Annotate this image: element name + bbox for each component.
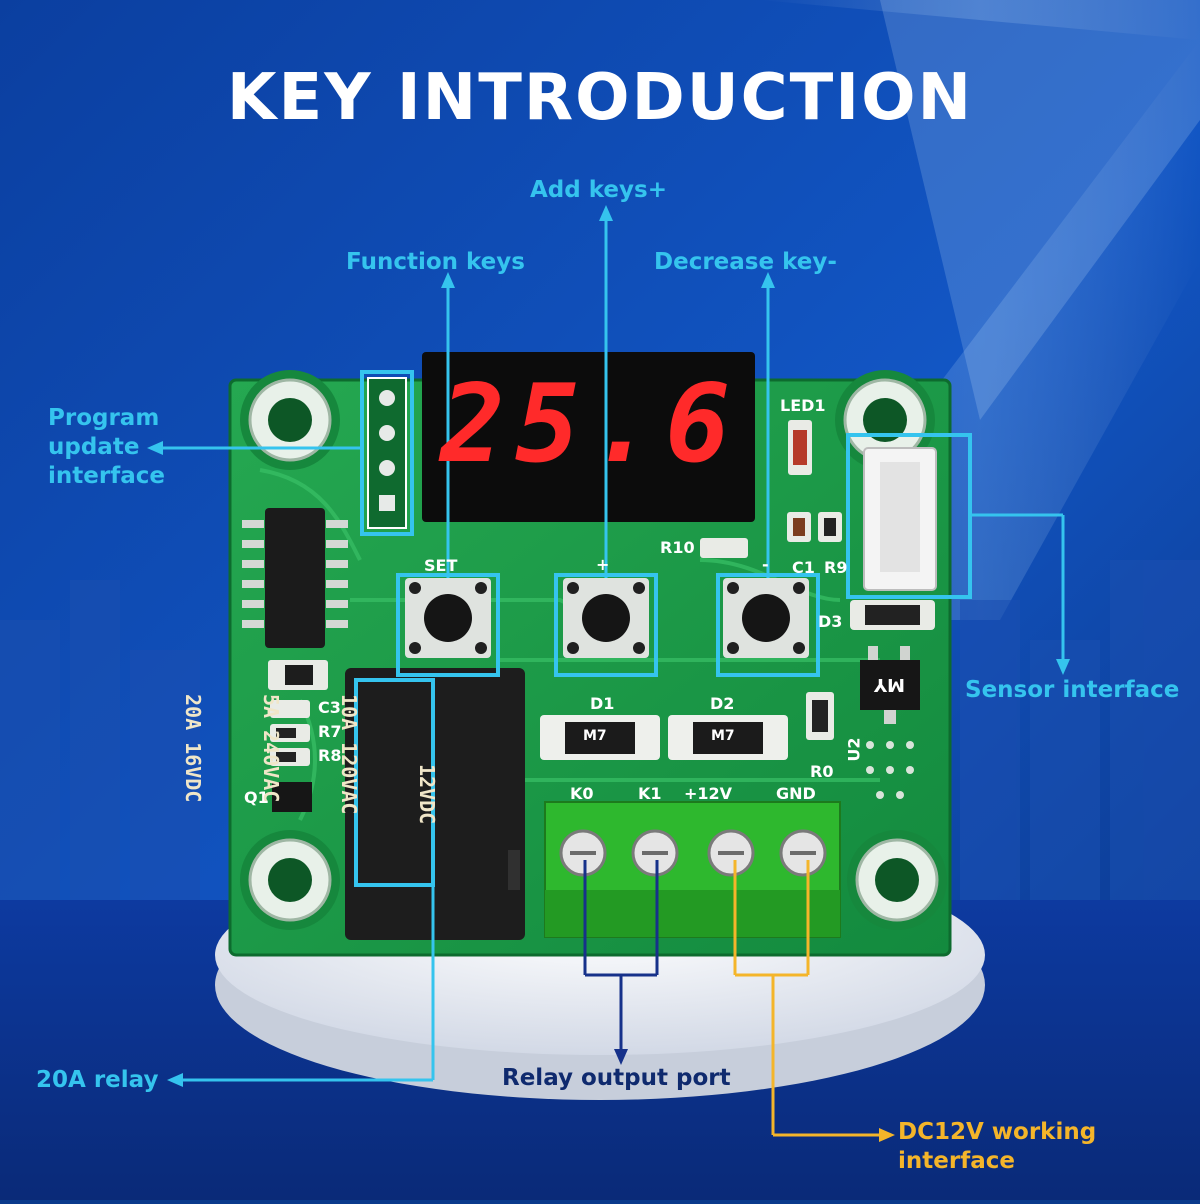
silk-d2: D2 <box>710 694 735 713</box>
arrowhead-navy <box>614 1049 628 1065</box>
callout-relay-output-port: Relay output port <box>502 1065 731 1091</box>
transistor-marking: MY <box>874 674 905 695</box>
city-silhouette <box>0 560 1200 920</box>
silk-r0: R0 <box>810 762 834 781</box>
callout-lines-gold <box>733 860 885 1137</box>
silk-r10: R10 <box>660 538 695 557</box>
diode-d2-marking: M7 <box>711 728 735 744</box>
terminal-block <box>544 801 841 938</box>
transistor-q1 <box>272 782 312 812</box>
callout-add-keys: Add keys+ <box>530 177 667 203</box>
silk-r7: R7 <box>318 722 342 741</box>
terminal-label-k1: K1 <box>638 784 662 803</box>
callout-program-update-line1: Program <box>48 405 160 431</box>
silk-r8: R8 <box>318 746 342 765</box>
relay-marking-2: 10A 120VAC <box>337 694 361 815</box>
transistor-u2 <box>860 646 920 724</box>
terminal-label-gnd: GND <box>776 784 816 803</box>
light-beam-2 <box>880 0 1200 420</box>
silk-led1: LED1 <box>780 396 826 415</box>
callout-20a-relay: 20A relay <box>36 1067 159 1093</box>
terminal-label-k0: K0 <box>570 784 594 803</box>
sensor-connector <box>863 447 937 591</box>
program-header <box>367 377 407 529</box>
silk-minus: - <box>762 555 769 574</box>
diode-d1-marking: M7 <box>583 728 607 744</box>
callout-decrease-key: Decrease key- <box>654 249 837 275</box>
seven-segment-display <box>422 352 755 522</box>
callout-function-keys: Function keys <box>346 249 525 275</box>
callout-lines-navy <box>583 860 659 1055</box>
via-grid <box>866 741 914 799</box>
silk-plus: + <box>596 555 610 574</box>
callout-lines-cyan <box>155 215 1065 1082</box>
callout-program-update-line2: update <box>48 433 140 460</box>
silk-set: SET <box>424 556 458 575</box>
callout-dc12v-line1: DC12V working <box>898 1119 1097 1145</box>
terminal-label-12v: +12V <box>684 784 733 803</box>
display-reading: 25.6 <box>440 362 741 487</box>
tactile-buttons <box>405 578 809 658</box>
arrowhead-gold <box>879 1128 895 1142</box>
page-title: KEY INTRODUCTION <box>226 61 974 135</box>
silk-r9: R9 <box>824 558 848 577</box>
callout-sensor-interface: Sensor interface <box>965 677 1180 703</box>
ic-chip <box>242 508 348 648</box>
arrowheads-cyan <box>147 205 1070 1087</box>
smd-components <box>268 420 935 766</box>
diodes <box>540 715 788 760</box>
light-beam <box>760 0 1200 620</box>
silk-c1: C1 <box>792 558 815 577</box>
mounting-holes <box>240 370 947 930</box>
callout-dc12v-line2: interface <box>898 1147 1015 1174</box>
relay-markings: 12VDC 10A 120VAC 5A 240VAC 20A 16VDC <box>128 694 492 824</box>
relay-marking-4: 20A 16VDC <box>181 694 205 803</box>
callout-dc12v: DC12V working interface <box>898 1118 1096 1176</box>
callout-program-update: Program update interface <box>48 404 165 490</box>
relay-marking-1: 12VDC <box>415 764 439 825</box>
silk-d3: D3 <box>818 612 843 631</box>
silk-q1: Q1 <box>244 788 269 807</box>
silk-d1: D1 <box>590 694 615 713</box>
silk-c3: C3 <box>318 698 341 717</box>
silk-u2: U2 <box>844 737 864 762</box>
callout-program-update-line3: interface <box>48 462 165 489</box>
relay-marking-3: 5A 240VAC <box>259 694 283 803</box>
